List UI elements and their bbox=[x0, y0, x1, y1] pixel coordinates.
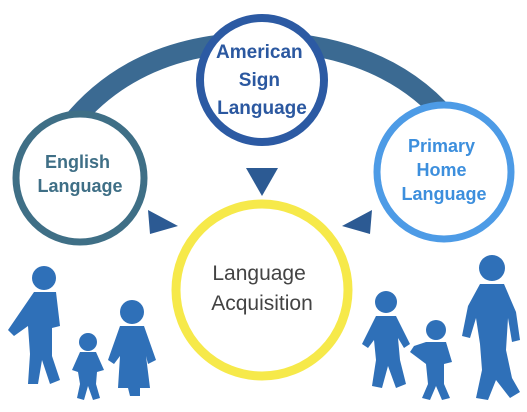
center-line-2: Acquisition bbox=[211, 292, 313, 315]
svg-text:English Language: English Language bbox=[37, 152, 122, 196]
arrow-from-home-icon bbox=[342, 210, 372, 234]
english-line-1: English bbox=[45, 152, 110, 172]
children-silhouettes-left-icon bbox=[8, 266, 156, 400]
arrow-from-asl-icon bbox=[246, 168, 278, 196]
asl-line-3: Language bbox=[217, 98, 307, 119]
center-line-1: Language bbox=[212, 262, 305, 285]
svg-text:American Sign Lang: American Sign Language bbox=[216, 42, 308, 119]
asl-line-1: American bbox=[216, 42, 303, 63]
home-line-1: Primary bbox=[408, 136, 475, 156]
node-american-sign-language: American Sign Language bbox=[196, 14, 328, 146]
svg-text:Primary Home Langu: Primary Home Language bbox=[401, 136, 486, 204]
node-english-language: English Language bbox=[12, 110, 148, 246]
node-primary-home-language: Primary Home Language bbox=[373, 101, 515, 243]
arrow-from-english-icon bbox=[148, 210, 178, 234]
svg-text:Language Acquisition: Language Acquisition bbox=[211, 262, 313, 315]
home-line-3: Language bbox=[401, 184, 486, 204]
home-line-2: Home bbox=[416, 160, 466, 180]
children-silhouettes-right-icon bbox=[362, 255, 520, 400]
english-line-2: Language bbox=[37, 176, 122, 196]
asl-line-2: Sign bbox=[239, 70, 280, 91]
node-language-acquisition: Language Acquisition bbox=[171, 199, 353, 381]
